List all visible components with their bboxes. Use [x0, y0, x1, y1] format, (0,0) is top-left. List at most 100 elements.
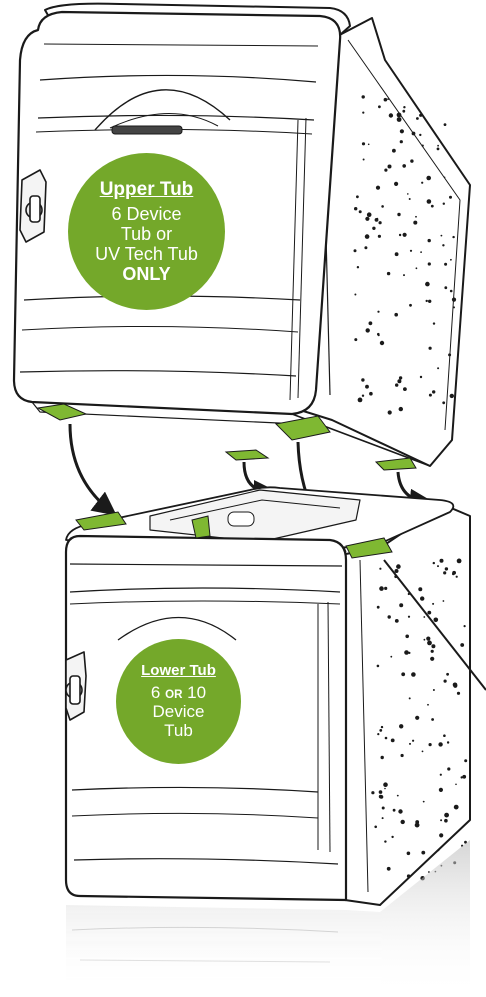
- perforation-dot: [397, 213, 400, 216]
- perforation-dot: [388, 165, 392, 169]
- perforation-dot: [428, 239, 431, 242]
- lower-tub-count-b: 10: [187, 683, 206, 702]
- perforation-dot: [431, 644, 435, 648]
- perforation-dot: [399, 724, 403, 728]
- perforation-dot: [378, 235, 381, 238]
- perforation-dot: [409, 304, 412, 307]
- perforation-dot: [420, 596, 424, 600]
- perforation-dot: [376, 218, 378, 220]
- perforation-dot: [356, 195, 359, 198]
- perforation-dot: [381, 205, 384, 208]
- perforation-dot: [457, 559, 462, 564]
- perforation-dot: [354, 207, 357, 210]
- perforation-dot: [398, 809, 402, 813]
- latch-side-front: [276, 416, 330, 440]
- perforation-dot: [402, 164, 406, 168]
- perforation-dot: [401, 820, 405, 824]
- perforation-dot: [379, 586, 384, 591]
- perforation-dot: [450, 394, 454, 398]
- perforation-dot: [430, 657, 434, 661]
- perforation-dot: [395, 383, 398, 386]
- perforation-dot: [365, 234, 370, 239]
- perforation-dot: [411, 672, 416, 677]
- arrow-front-left: [70, 424, 112, 512]
- perforation-dot: [403, 274, 405, 276]
- perforation-dot: [444, 680, 447, 683]
- perforation-dot: [424, 639, 426, 641]
- perforation-dot: [447, 741, 449, 743]
- perforation-dot: [410, 159, 413, 162]
- perforation-dot: [423, 801, 425, 803]
- perforation-dot: [377, 665, 380, 668]
- perforation-dot: [394, 182, 398, 186]
- perforation-dot: [439, 833, 443, 837]
- perforation-dot: [428, 262, 431, 265]
- perforation-dot: [429, 347, 432, 350]
- lower-tub-center-post: [228, 512, 254, 526]
- perforation-dot: [422, 145, 424, 147]
- lower-tub-badge: Lower Tub 6 OR 10 Device Tub: [116, 639, 241, 764]
- upper-tub-lock: [20, 170, 46, 242]
- perforation-dot: [382, 807, 385, 810]
- lower-tub-line2: Device: [153, 702, 205, 721]
- perforation-dot: [357, 266, 359, 268]
- perforation-dot: [381, 726, 383, 728]
- perforation-dot: [394, 313, 398, 317]
- perforation-dot: [415, 216, 417, 218]
- perforation-dot: [387, 867, 391, 871]
- perforation-dot: [421, 851, 425, 855]
- perforation-dot: [384, 98, 388, 102]
- perforation-dot: [403, 106, 405, 108]
- perforation-dot: [381, 756, 384, 759]
- perforation-dot: [399, 234, 401, 236]
- perforation-dot: [448, 353, 451, 356]
- perforation-dot: [377, 333, 380, 336]
- perforation-dot: [457, 692, 460, 695]
- perforation-dot: [443, 600, 445, 602]
- perforation-dot: [400, 129, 404, 133]
- perforation-dot: [377, 606, 380, 609]
- perforation-dot: [422, 751, 424, 753]
- perforation-dot: [374, 826, 377, 829]
- perforation-dot: [399, 603, 403, 607]
- perforation-dot: [420, 251, 422, 253]
- perforation-dot: [432, 603, 434, 605]
- lower-tub-title: Lower Tub: [141, 663, 216, 680]
- perforation-dot: [379, 568, 381, 570]
- perforation-dot: [462, 775, 466, 779]
- perforation-dot: [434, 618, 439, 623]
- perforation-dot: [379, 221, 382, 224]
- perforation-dot: [388, 410, 392, 414]
- perforation-dot: [450, 259, 452, 261]
- perforation-dot: [441, 235, 443, 237]
- perforation-dot: [443, 203, 445, 205]
- perforation-dot: [409, 697, 411, 699]
- perforation-dot: [416, 117, 419, 120]
- perforation-dot: [395, 619, 399, 623]
- perforation-dot: [362, 142, 365, 145]
- perforation-dot: [433, 322, 435, 324]
- lower-tub-line3: Tub: [164, 721, 193, 740]
- perforation-dot: [437, 145, 439, 147]
- perforation-dot: [362, 112, 364, 114]
- perforation-dot: [410, 250, 412, 252]
- perforation-dot: [388, 615, 391, 618]
- perforation-dot: [354, 294, 356, 296]
- perforation-dot: [431, 205, 434, 208]
- perforation-dot: [444, 286, 447, 289]
- perforation-dot: [428, 300, 431, 303]
- perforation-dot: [429, 394, 432, 397]
- perforation-dot: [365, 385, 369, 389]
- perforation-dot: [367, 212, 372, 217]
- perforation-dot: [444, 177, 446, 179]
- upper-tub-title: Upper Tub: [100, 179, 194, 200]
- perforation-dot: [385, 737, 388, 740]
- perforation-dot: [369, 321, 373, 325]
- lower-tub-line1: 6 OR 10: [151, 683, 206, 702]
- perforation-dot: [452, 571, 456, 575]
- perforation-dot: [384, 169, 387, 172]
- perforation-dot: [440, 774, 442, 776]
- perforation-dot: [418, 587, 422, 591]
- perforation-dot: [450, 290, 453, 293]
- perforation-dot: [416, 267, 418, 269]
